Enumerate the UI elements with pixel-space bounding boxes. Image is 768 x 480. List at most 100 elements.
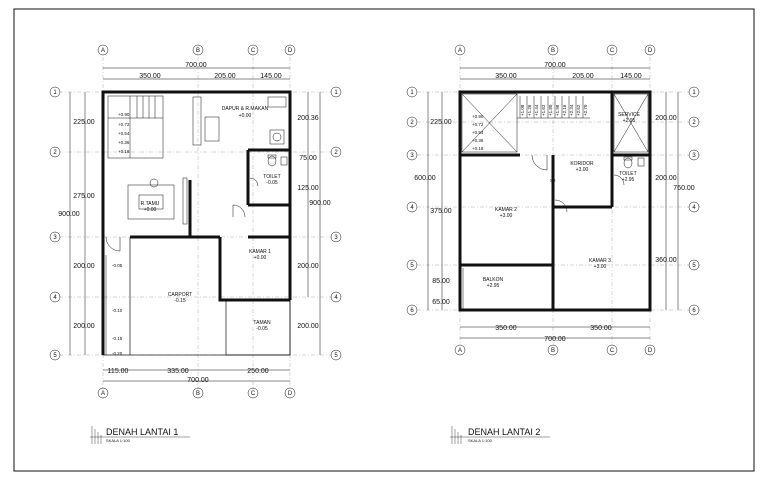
plan2-grid-1-right: 1 (692, 90, 696, 96)
plan1-grid-1-right: 1 (334, 90, 338, 96)
plan1-side-level-2: -0.10 (112, 308, 123, 313)
plan1-dim-right-1: 200.36 (297, 115, 319, 122)
plan1-grid-c-bottom: C (251, 391, 256, 397)
plan2-dim-top-1: 350.00 (495, 73, 517, 80)
plan2-room-balkon-level: +2.95 (487, 283, 500, 289)
plan1-grid-2-right: 2 (334, 150, 338, 156)
plan1-stair-level-4: +0.36 (118, 140, 130, 145)
plan1-dim-left-total: 900.00 (58, 211, 80, 218)
plan2-dim-right-1: 200.00 (655, 115, 677, 122)
plan1-dim-left-2: 275.00 (73, 193, 95, 200)
plan1-grid-bubbles (49, 44, 342, 399)
plan2-room-kamar3-name: KAMAR 3 (589, 258, 611, 264)
plan1-kitchen-furniture (192, 96, 287, 146)
plan2-room-kamar3-level: +3.00 (594, 264, 607, 270)
plan2-grid-5-left: 5 (410, 263, 414, 269)
plan2-title: DENAH LANTAI 2 (468, 427, 540, 437)
plan1-doors (105, 177, 259, 252)
plan2-dim-bottom-total: 700.00 (544, 336, 566, 343)
plan1-grid-b-bottom: B (196, 391, 200, 397)
plan2-dim-top-total: 700.00 (544, 62, 566, 69)
plan2-tread-7: +2.16 (562, 104, 567, 116)
plan1-walls (101, 90, 292, 355)
plan1-grid-lines (50, 48, 340, 398)
plan2-grid-4-right: 4 (692, 205, 696, 211)
plan2-tread-10: +2.70 (583, 104, 588, 116)
plan2-grid-b-bottom: B (551, 348, 555, 354)
plan1-dim-top-1: 350.00 (139, 73, 161, 80)
plan2-room-service-name: SERVICE (618, 112, 641, 118)
plan2-doors (531, 154, 625, 213)
plan2-scale: SKALA 1:100 (468, 438, 493, 443)
plan2-grid-a-top: A (458, 48, 462, 54)
plan2-grid-2-left: 2 (410, 120, 414, 126)
plan2-grid-6-left: 6 (410, 308, 414, 314)
plan1-grid-a-bottom: A (101, 391, 105, 397)
plan2-stair-level-3: +0.54 (472, 130, 484, 135)
plan1-dim-top-2: 205.00 (214, 73, 236, 80)
plan2-title-mark (450, 426, 550, 444)
plan2-dim-right-2: 200.00 (655, 175, 677, 182)
plan1-grid-d-bottom: D (288, 391, 293, 397)
plan2-balcony (459, 268, 553, 311)
plan1-room-dapur-name: DAPUR & R.MAKAN (222, 106, 269, 112)
plan1-dim-bottom-3: 250.00 (247, 368, 269, 375)
plan1-grid-d-top: D (288, 48, 293, 54)
plan1-grid-a-top: A (101, 48, 105, 54)
plan2-grid-1-left: 1 (410, 90, 414, 96)
plan1-grid-c-top: C (251, 48, 256, 54)
sheet-border (13, 8, 755, 472)
plan2-tread-2: +1.26 (527, 104, 532, 116)
plan2-grid-d-top: D (648, 48, 653, 54)
plan1-grid-5-left: 5 (53, 353, 57, 359)
plan2-grid-5-right: 5 (692, 263, 696, 269)
plan1-thin-walls (102, 91, 291, 356)
plan1-room-toilet-name: TOILET (263, 174, 280, 180)
plan1-grid-2-left: 2 (53, 150, 57, 156)
plan2-tread-8: +2.34 (569, 104, 574, 116)
plan1-dim-left-1: 225.00 (73, 119, 95, 126)
plan1-stair-level-2: +0.72 (118, 122, 130, 127)
plan2-grid-c-top: C (610, 48, 615, 54)
plan2-grid-b-top: B (551, 48, 555, 54)
plan1-dim-left-3: 200.00 (73, 263, 95, 270)
plan1-stair-level-1: +0.90 (118, 112, 130, 117)
plan1-stairs (107, 95, 164, 159)
plan1-room-tamu-name: R.TAMU (141, 201, 160, 207)
plan2-room-service-level: +2.95 (623, 118, 636, 124)
plan2-room-koridor-level: +3.00 (576, 167, 589, 173)
plan2-tread-5: +1.80 (548, 104, 553, 116)
plan2-room-koridor-name: KORIDOR (570, 161, 594, 167)
plan1-dim-bottom-1: 115.00 (108, 368, 129, 375)
plan1-grid-b-top: B (196, 48, 200, 54)
plan2-dim-top-2: 205.00 (572, 73, 594, 80)
plan2-room-balkon-name: BALKON (483, 277, 504, 283)
plan2-grid-bubbles (406, 44, 700, 356)
plan1-room-dapur-level: +0.00 (239, 113, 252, 119)
plan1-side-level-1: -0.05 (112, 263, 123, 268)
plan2-dim-left-2: 375.00 (430, 208, 452, 215)
plan1-grid-1-left: 1 (53, 90, 57, 96)
plan2-dim-top-3: 145.00 (620, 73, 642, 80)
plan2-grid-3-left: 3 (410, 153, 414, 159)
plan1-dim-bottom-2: 335.00 (167, 368, 189, 375)
plan1-dim-right-3: 125.00 (297, 185, 319, 192)
plan2-room-toilet-name: TOILET (619, 171, 636, 177)
plan2-dimension-lines (427, 67, 679, 339)
plan2-grid-2-right: 2 (692, 120, 696, 126)
plan1-dim-right-2: 75.00 (299, 155, 317, 162)
plan2-stair-level-4: +0.36 (472, 138, 484, 143)
plan2-dim-bottom-2: 350.00 (590, 325, 612, 332)
plan1-dim-right-4: 200.00 (297, 263, 319, 270)
plan2-void (461, 93, 649, 153)
plan2-grid-4-left: 4 (410, 205, 414, 211)
plan1-dimension-lines (69, 67, 321, 382)
plan2-door-tag: S2 (550, 178, 556, 183)
plan1-room-carport-level: -0.15 (174, 298, 186, 304)
plan1-title: DENAH LANTAI 1 (106, 427, 178, 437)
plan1-stair-level-3: +0.54 (118, 131, 130, 136)
plan2-room-kamar2-name: KAMAR 2 (495, 207, 517, 213)
plan1-side-level-4: -0.20 (112, 351, 123, 356)
plan1-grid-3-right: 3 (334, 235, 338, 241)
plan1-dim-right-5: 200.00 (297, 323, 319, 330)
